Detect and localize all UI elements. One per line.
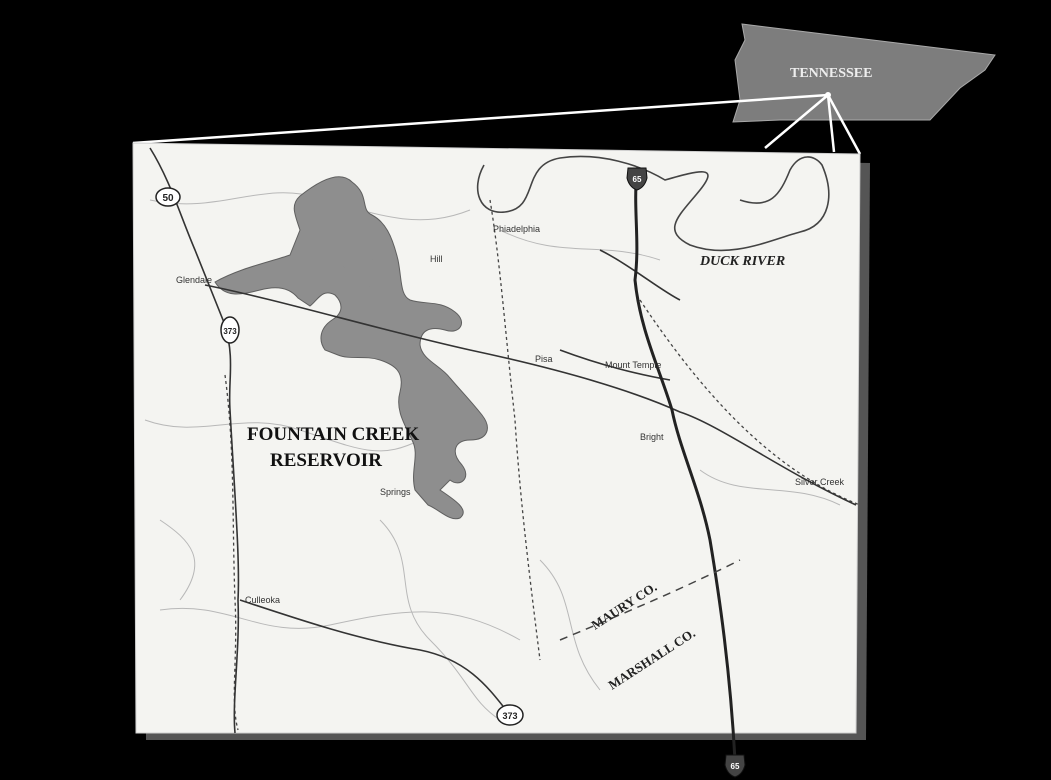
interstate-shield-south: 65: [724, 754, 746, 778]
interstate-65: [633, 169, 737, 761]
town-silver: Silver Creek: [795, 477, 845, 487]
svg-text:373: 373: [502, 711, 517, 721]
svg-text:50: 50: [162, 193, 174, 204]
duck-river: [476, 155, 830, 252]
town-hill: Hill: [430, 254, 443, 264]
interstate-shield-north: 65: [626, 167, 648, 191]
town-labels: Glendale Phiadelphia Hill Pisa Mount Tem…: [176, 224, 845, 605]
town-pisa: Pisa: [535, 354, 553, 364]
tennessee-label: TENNESSEE: [790, 66, 872, 81]
svg-text:65: 65: [633, 175, 642, 184]
route-shield-50: 50: [155, 187, 181, 207]
callout-lines: [132, 93, 862, 155]
reservoir-east-arm: [340, 255, 388, 289]
reservoir-shape: [214, 176, 488, 520]
reservoir-label-line2: RESERVOIR: [270, 450, 382, 471]
county-boundary: [559, 559, 741, 641]
svg-text:373: 373: [223, 327, 237, 336]
town-bright: Bright: [640, 432, 664, 442]
town-mount-temple: Mount Temple: [605, 360, 661, 370]
svg-text:65: 65: [731, 762, 740, 771]
route-shield-373-south: 373: [496, 704, 524, 726]
town-springs: Springs: [380, 487, 411, 497]
town-glendale: Glendale: [176, 275, 212, 285]
town-culleoka: Culleoka: [245, 595, 280, 605]
duck-river-label: DUCK RIVER: [699, 254, 785, 269]
reservoir-label-line1: FOUNTAIN CREEK: [247, 424, 419, 445]
route-shield-373-north: 373: [220, 316, 240, 344]
town-phiadelphia: Phiadelphia: [493, 224, 540, 234]
